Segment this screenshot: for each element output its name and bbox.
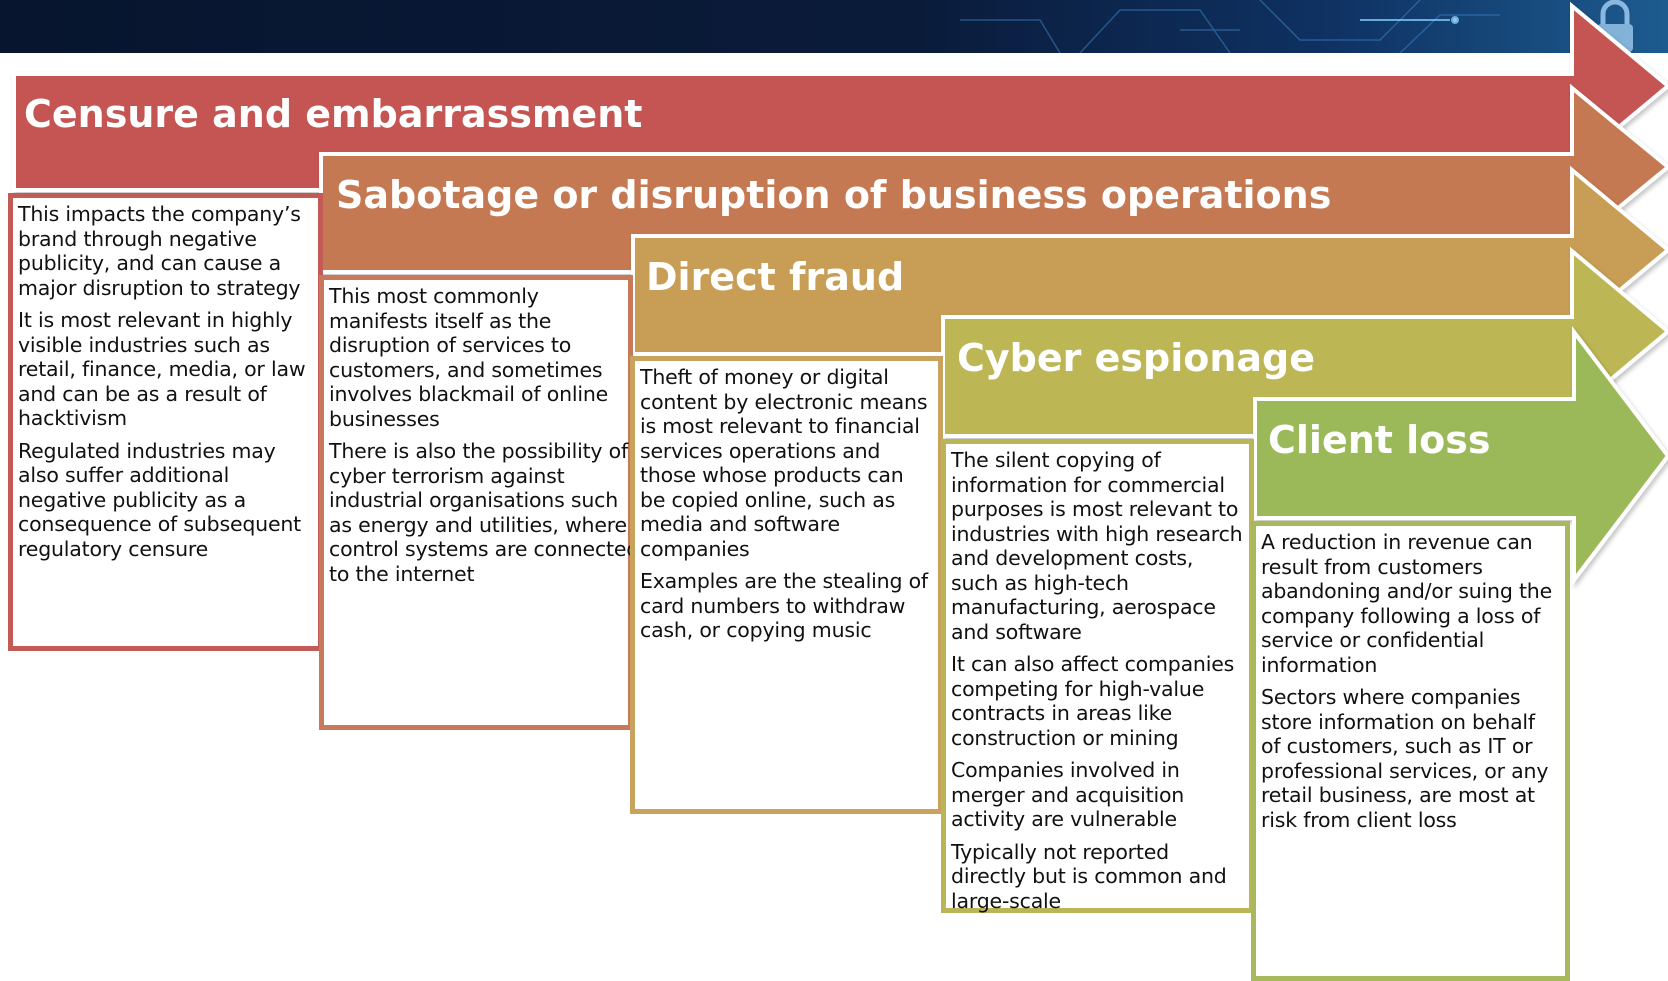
fraud-paragraph: Theft of money or digital content by ele…: [640, 365, 928, 561]
espionage-paragraph: The silent copying of information for co…: [951, 448, 1243, 644]
stage-title-fraud: Direct fraud: [646, 255, 905, 299]
censure-description-box: This impacts the company’s brand through…: [8, 193, 323, 651]
fraud-description-box: Theft of money or digital content by ele…: [630, 356, 943, 814]
client-loss-arrow: [1253, 326, 1668, 586]
sabotage-description-box: This most commonly manifests itself as t…: [319, 275, 639, 730]
stage-title-espionage: Cyber espionage: [957, 336, 1315, 380]
stage-title-client-loss: Client loss: [1268, 418, 1491, 462]
sabotage-paragraph: There is also the possibility of cyber t…: [329, 439, 640, 586]
client-loss-description-box: A reduction in revenue can result from c…: [1251, 521, 1570, 981]
sabotage-paragraph: This most commonly manifests itself as t…: [329, 284, 609, 431]
espionage-arrow: [941, 246, 1668, 438]
espionage-description-box: The silent copying of information for co…: [941, 439, 1254, 913]
espionage-paragraph: Typically not reported directly but is c…: [951, 839, 1227, 913]
client-loss-paragraph: Sectors where companies store informatio…: [1261, 685, 1549, 832]
client-loss-paragraph: A reduction in revenue can result from c…: [1261, 530, 1552, 677]
sabotage-arrow: [319, 83, 1668, 274]
censure-paragraph: Regulated industries may also suffer add…: [18, 438, 302, 561]
circuit-pattern: [960, 0, 1500, 53]
stage-title-sabotage: Sabotage or disruption of business opera…: [336, 173, 1332, 217]
espionage-paragraph: Companies involved in merger and acquisi…: [951, 758, 1185, 831]
fraud-paragraph: Examples are the stealing of card number…: [640, 569, 928, 642]
espionage-paragraph: It can also affect companies competing f…: [951, 652, 1235, 750]
stage-title-censure: Censure and embarrassment: [24, 92, 643, 136]
censure-paragraph: This impacts the company’s brand through…: [18, 202, 301, 300]
header-banner: [0, 0, 1668, 53]
arrow-layer: [12, 1, 1668, 586]
censure-paragraph: It is most relevant in highly visible in…: [18, 308, 306, 430]
